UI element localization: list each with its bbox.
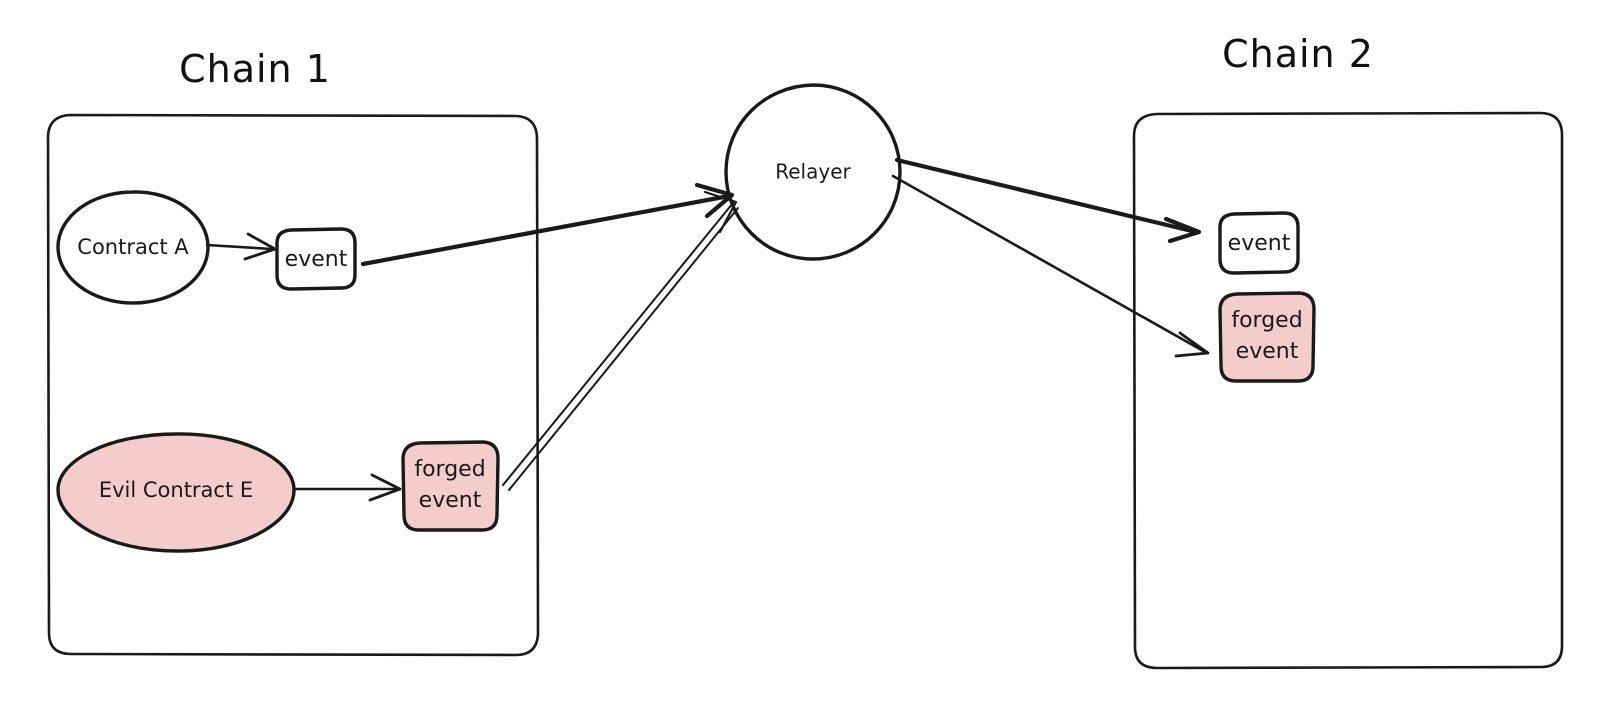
edge-relayer-to-chain2-event-arrowhead (1163, 216, 1202, 244)
edge-forged-event-to-relayer-arrowhead (703, 190, 738, 234)
edge-contract-a-to-event[interactable] (205, 232, 277, 261)
edge-event-to-relayer-line (360, 193, 732, 267)
event-node-chain1[interactable]: event (275, 227, 357, 291)
edge-relayer-to-chain2-event-line (894, 157, 1199, 235)
chain-1-title: Chain 1 (179, 47, 331, 91)
evil-contract-e-label: Evil Contract E (99, 478, 253, 502)
chain-2-title: Chain 2 (1222, 32, 1374, 76)
edge-forged-event-to-relayer-line-a (502, 202, 734, 486)
event-label-chain2: event (1228, 231, 1291, 256)
forged-event-node-chain1[interactable]: forged event (401, 440, 500, 532)
relayer-circle (724, 83, 902, 261)
forged-event-label-line1-chain2: forged (1231, 308, 1302, 333)
event-box-chain1 (275, 227, 357, 291)
contract-a-ellipse (56, 190, 210, 305)
event-box-chain2 (1218, 211, 1300, 275)
edge-relayer-to-chain2-forged-event[interactable] (891, 174, 1210, 358)
edge-contract-a-to-event-line (205, 243, 274, 251)
edge-relayer-to-chain2-event[interactable] (894, 157, 1202, 244)
edge-relayer-to-chain2-forged-event-arrowhead (1174, 331, 1210, 358)
chain-1-group[interactable]: Chain 1 Contract A event Evil Contract E… (46, 47, 540, 657)
edge-event-to-relayer-arrowhead (694, 182, 735, 219)
forged-event-node-chain2[interactable]: forged event (1218, 291, 1316, 383)
edges-group (205, 157, 1210, 502)
chain-2-group[interactable]: Chain 2 event forged event (1132, 32, 1564, 670)
forged-event-box-chain1 (401, 440, 500, 532)
contract-a-node[interactable]: Contract A (56, 190, 210, 305)
edge-relayer-to-chain2-forged-event-line (891, 174, 1207, 354)
forged-event-label-line2-chain2: event (1236, 339, 1299, 364)
evil-contract-e-node[interactable]: Evil Contract E (56, 432, 296, 553)
forged-event-label-line2-chain1: event (419, 488, 482, 513)
evil-contract-e-ellipse (56, 432, 296, 553)
chain-2-container[interactable] (1132, 111, 1564, 670)
contract-a-label: Contract A (77, 235, 189, 259)
event-node-chain2[interactable]: event (1218, 211, 1300, 275)
forged-event-label-line1-chain1: forged (414, 457, 485, 482)
edge-evil-contract-to-forged-event[interactable] (292, 473, 402, 502)
event-label-chain1: event (285, 247, 348, 272)
forged-event-box-chain2 (1218, 291, 1316, 383)
edge-event-to-relayer[interactable] (360, 182, 735, 267)
edge-evil-contract-to-forged-event-arrowhead (368, 473, 402, 502)
relayer-node[interactable]: Relayer (724, 83, 902, 261)
edge-forged-event-to-relayer-line-b (508, 207, 739, 491)
edge-contract-a-to-event-arrowhead (243, 232, 277, 261)
edge-forged-event-to-relayer[interactable] (502, 190, 739, 491)
relayer-label: Relayer (775, 160, 851, 184)
chain-1-container[interactable] (46, 113, 540, 657)
